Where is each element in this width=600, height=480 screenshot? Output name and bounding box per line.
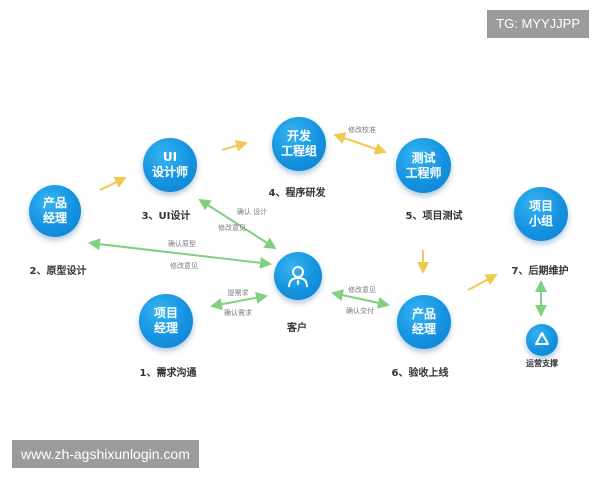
edge-label-proj-customer-1: 提需求 (227, 289, 249, 297)
caption-ops-support: 运营支撑 (526, 359, 558, 368)
caption-project-manager: 1、需求沟通 (139, 368, 197, 379)
caption-dev-team: 4、程序研发 (268, 188, 326, 199)
node-line-2: 经理 (411, 322, 436, 336)
arrow-pm-to-ui (99, 176, 127, 191)
node-project-manager: 项目 经理 (139, 294, 193, 348)
edge-label-customer-pm2-2: 确认交付 (346, 307, 374, 315)
arrow-ui-to-dev (221, 140, 248, 152)
edge-label-dev-test: 修改校准 (348, 126, 376, 134)
caption-ui-designer: 3、UI设计 (141, 211, 191, 222)
node-dev-team: 开发 工程组 (272, 117, 326, 171)
arrow-dev-test (333, 132, 387, 155)
node-line-1: UI (162, 150, 178, 164)
caption-product-manager-2: 6、验收上线 (391, 368, 449, 379)
node-ops-support (526, 324, 558, 356)
node-line-1: 测试 (411, 150, 436, 165)
edge-label-ui-customer-2: 修改意见 (218, 224, 246, 232)
node-line-1: 项目 (528, 199, 553, 213)
caption-customer: 客户 (287, 323, 307, 334)
caption-product-manager: 2、原型设计 (29, 266, 87, 277)
node-project-team: 项目 小组 (514, 187, 568, 241)
node-line-1: 项目 (153, 306, 178, 320)
node-product-manager-2: 产品 经理 (397, 295, 451, 349)
node-ui-designer: UI 设计师 (143, 138, 197, 192)
watermark-top: TG: MYYJJPP (487, 10, 589, 38)
node-line-1: 开发 (286, 129, 311, 143)
watermark-bottom: www.zh-agshixunlogin.com (12, 440, 199, 468)
recycle-icon (535, 332, 549, 345)
node-line-2: 小组 (528, 214, 553, 228)
arrow-customer-pm2 (331, 289, 390, 309)
arrow-proj-customer (210, 291, 268, 311)
edge-label-pm-customer-2: 修改意见 (170, 262, 198, 270)
caption-project-team: 7、后期维护 (511, 266, 569, 277)
edge-label-proj-customer-2: 确认需求 (224, 309, 252, 317)
arrow-ui-customer (198, 198, 277, 250)
node-line-1: 产品 (411, 307, 436, 321)
node-line-2: 经理 (153, 321, 178, 335)
arrow-pm-customer (88, 238, 272, 269)
edge-label-customer-pm2-1: 修改意见 (348, 286, 376, 294)
node-customer (274, 252, 322, 300)
node-line-2: 工程组 (280, 144, 317, 158)
edge-label-pm-customer-1: 确认原型 (168, 240, 196, 248)
edge-label-ui-customer-1: 确认 设计 (236, 208, 268, 216)
node-line-2: 经理 (42, 211, 67, 225)
node-line-1: 产品 (42, 196, 67, 210)
node-line-2: 工程师 (405, 165, 442, 180)
node-product-manager: 产品 经理 (29, 185, 81, 237)
node-line-2: 设计师 (151, 165, 188, 179)
user-tie-icon (288, 266, 308, 288)
caption-test-engineer: 5、项目测试 (405, 211, 463, 222)
node-test-engineer: 测试 工程师 (396, 138, 451, 193)
arrow-pm2-to-team (467, 274, 498, 291)
